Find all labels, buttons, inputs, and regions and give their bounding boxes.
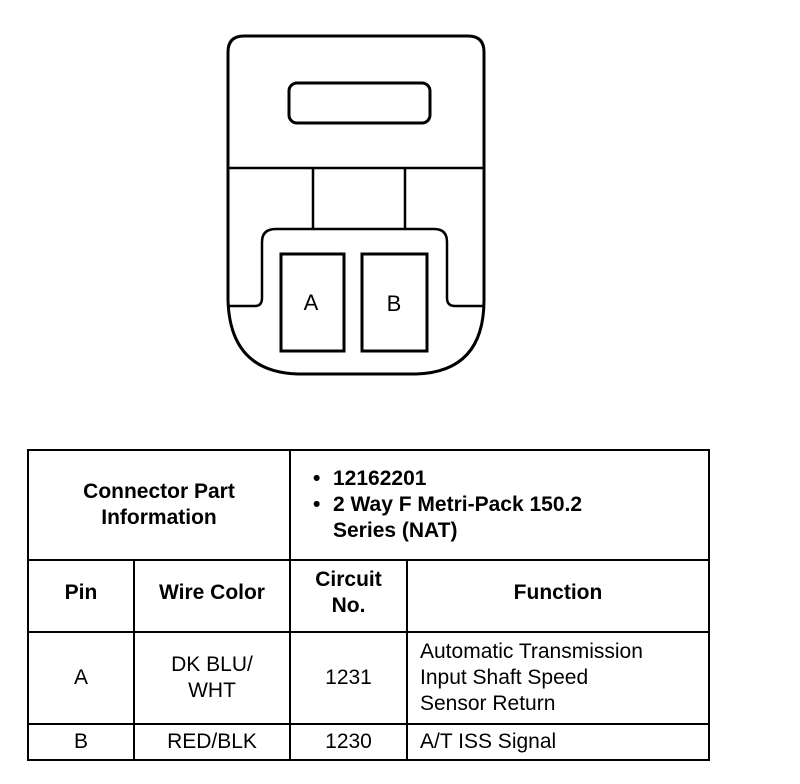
- connector-info-table: Connector Part Information • 12162201 • …: [27, 449, 711, 761]
- function-cell: Automatic Transmission Input Shaft Speed…: [405, 631, 711, 725]
- wire-color-cell: DK BLU/ WHT: [133, 631, 291, 725]
- locking-tab-slot: [287, 81, 432, 125]
- circuit-cell: 1230: [289, 723, 408, 761]
- part-number: • 12162201: [313, 467, 427, 490]
- function-cell: A/T ISS Signal: [405, 723, 711, 761]
- part-info-row: Connector Part Information • 12162201 • …: [27, 449, 711, 561]
- wire-color-cell: RED/BLK: [133, 723, 291, 761]
- pin-cell: A: [27, 631, 135, 725]
- bullet-icon: •: [313, 467, 321, 490]
- column-header-row: Pin Wire Color Circuit No. Function: [27, 559, 711, 633]
- header-pin: Pin: [27, 559, 135, 633]
- circuit-cell: 1231: [289, 631, 408, 725]
- header-wire-color: Wire Color: [133, 559, 291, 633]
- pin-label-a: A: [304, 290, 319, 315]
- header-function: Function: [405, 559, 711, 633]
- connector-part-label: Connector Part Information: [27, 449, 291, 561]
- table-row: B RED/BLK 1230 A/T ISS Signal: [27, 723, 711, 761]
- connector-series: Series (NAT): [333, 519, 458, 542]
- bullet-icon: •: [313, 493, 321, 516]
- part-label-line-1: Connector Part: [83, 480, 235, 503]
- cavity-housing: [228, 227, 484, 308]
- table-row: A DK BLU/ WHT 1231 Automatic Transmissio…: [27, 631, 711, 725]
- pin-label-b: B: [387, 291, 402, 316]
- part-label-line-2: Information: [101, 506, 217, 529]
- connector-face-diagram: A B: [226, 34, 486, 376]
- latch-stem: [311, 168, 407, 228]
- header-circuit-no: Circuit No.: [289, 559, 408, 633]
- connector-part-info: • 12162201 • 2 Way F Metri-Pack 150.2 Se…: [288, 449, 711, 561]
- connector-type: • 2 Way F Metri-Pack 150.2: [313, 493, 583, 516]
- pin-cell: B: [27, 723, 135, 761]
- pin-cavity-b: [360, 252, 429, 353]
- pin-cavity-a: [279, 252, 346, 353]
